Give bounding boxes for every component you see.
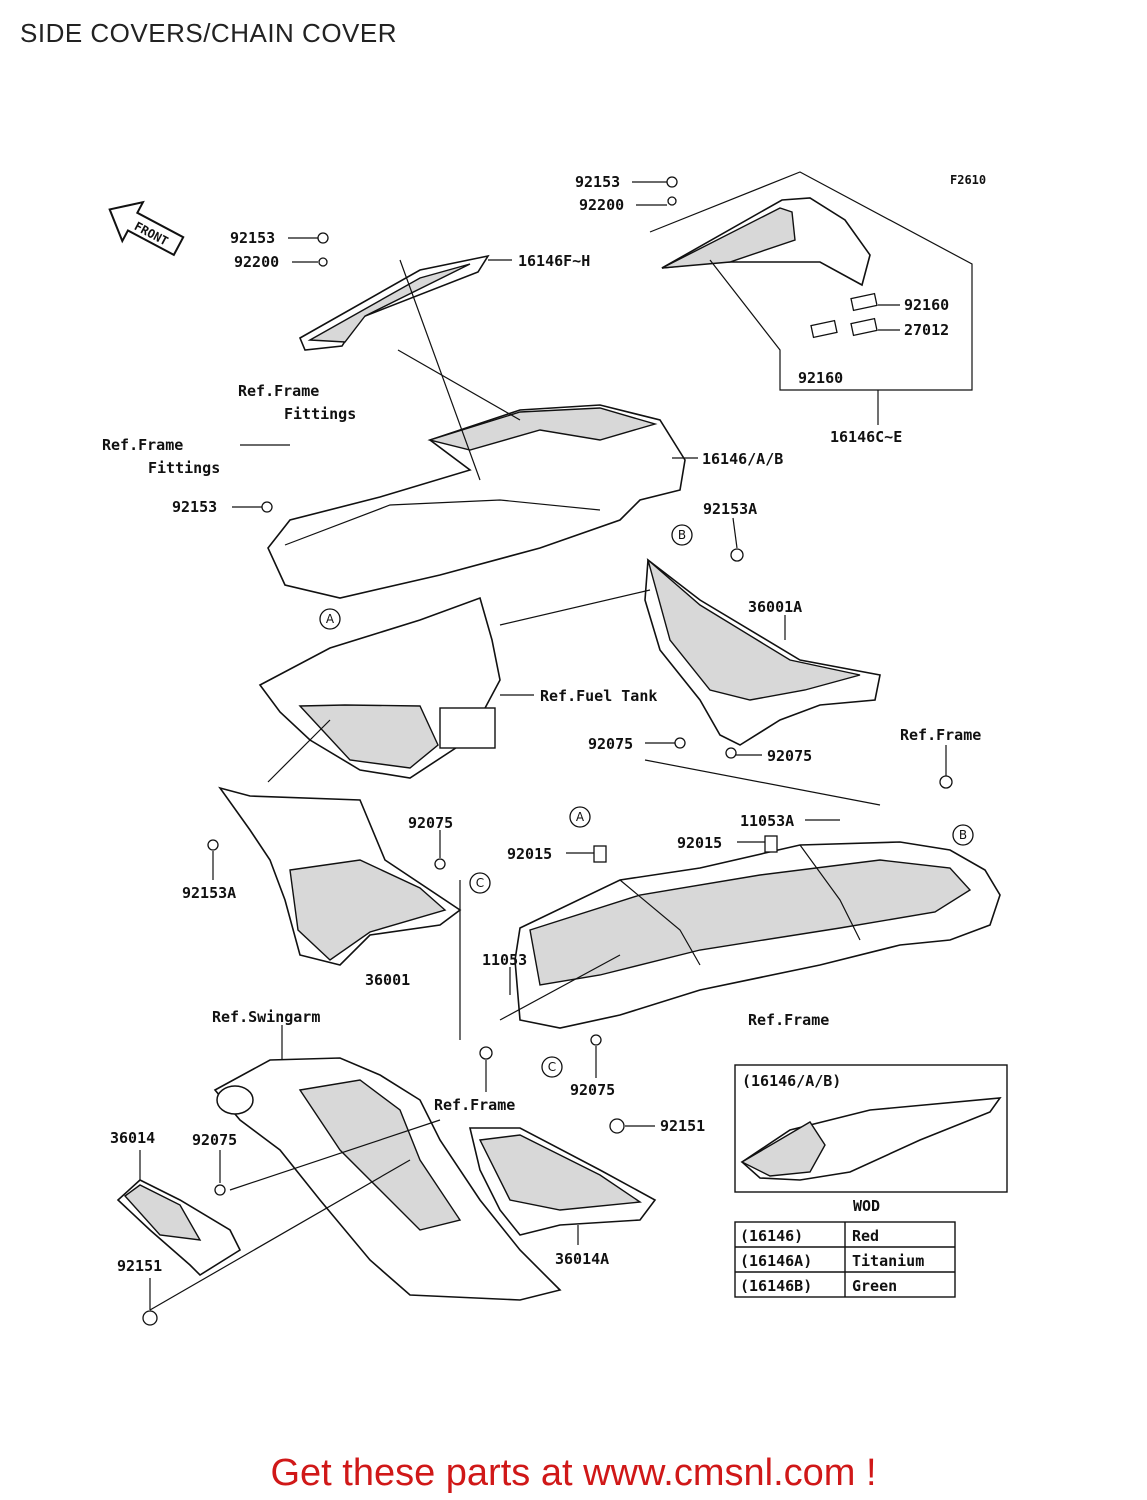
- callout-label: Ref.Frame: [102, 436, 183, 454]
- callout-label: 92153: [172, 498, 217, 516]
- callout-label: 92075: [570, 1081, 615, 1099]
- ref-marker-c1: C: [469, 872, 491, 894]
- svg-text:C: C: [548, 1060, 556, 1074]
- callout-label: Ref.Frame: [900, 726, 981, 744]
- ref-marker-a2: A: [569, 806, 591, 828]
- wod-color-cell: Red: [852, 1227, 879, 1245]
- callout-label: Ref.Frame: [434, 1096, 515, 1114]
- part-labels: 92153 92200 92153 92200 16146F~H 92160 2…: [102, 173, 981, 1275]
- figure-code: F2610: [950, 173, 986, 187]
- callout-label: 11053: [482, 951, 527, 969]
- page-title: SIDE COVERS/CHAIN COVER: [20, 18, 398, 48]
- callout-label: 92075: [408, 814, 453, 832]
- callout-label: 36001A: [748, 598, 802, 616]
- callout-label: Ref.Frame: [748, 1011, 829, 1029]
- footer-promo-text: Get these parts at www.cmsnl.com !: [270, 1452, 877, 1494]
- callout-label: Ref.Swingarm: [212, 1008, 320, 1026]
- callout-label: 16146C~E: [830, 428, 902, 446]
- wod-code-cell: (16146): [740, 1227, 803, 1245]
- ref-marker-c2: C: [541, 1056, 563, 1078]
- callout-label: 92151: [660, 1117, 705, 1135]
- callout-label: Ref.Fuel Tank: [540, 687, 657, 705]
- callout-label: Fittings: [284, 405, 356, 423]
- callout-label: 92153A: [182, 884, 236, 902]
- callout-label: 16146F~H: [518, 252, 590, 270]
- wod-color-cell: Green: [852, 1277, 897, 1295]
- callout-label: Fittings: [148, 459, 220, 477]
- callout-label: 92153: [230, 229, 275, 247]
- ref-marker-b2: B: [952, 824, 974, 846]
- ref-marker-a1: A: [319, 608, 341, 630]
- callout-label: 36014A: [555, 1250, 609, 1268]
- svg-text:A: A: [326, 612, 335, 626]
- callout-label: 92015: [677, 834, 722, 852]
- callout-label: 92160: [904, 296, 949, 314]
- wod-code-cell: (16146B): [740, 1277, 812, 1295]
- wod-code-cell: (16146A): [740, 1252, 812, 1270]
- callout-label: 92075: [192, 1131, 237, 1149]
- callout-label: Ref.Frame: [238, 382, 319, 400]
- svg-text:B: B: [959, 828, 967, 842]
- callout-label: 92153A: [703, 500, 757, 518]
- callout-label: 92200: [234, 253, 279, 271]
- inset-panel: (16146/A/B) WOD (16146) Red (16146A) Tit…: [734, 1064, 1008, 1298]
- wod-color-cell: Titanium: [852, 1252, 924, 1270]
- callout-label: 16146/A/B: [702, 450, 783, 468]
- front-arrow-icon: FRONT: [108, 200, 185, 257]
- callout-label: 92200: [579, 196, 624, 214]
- callout-label: 92153: [575, 173, 620, 191]
- callout-label: 11053A: [740, 812, 794, 830]
- callout-label: 27012: [904, 321, 949, 339]
- inset-caption: (16146/A/B): [742, 1072, 841, 1090]
- svg-text:A: A: [576, 810, 585, 824]
- callout-label: 92015: [507, 845, 552, 863]
- callout-label: 36001: [365, 971, 410, 989]
- wod-title: WOD: [853, 1197, 880, 1215]
- callout-label: 36014: [110, 1129, 155, 1147]
- callout-label: 92075: [767, 747, 812, 765]
- callout-label: 92151: [117, 1257, 162, 1275]
- ref-marker-b1: B: [671, 524, 693, 546]
- callout-label: 92075: [588, 735, 633, 753]
- svg-text:B: B: [678, 528, 686, 542]
- svg-text:C: C: [476, 876, 484, 890]
- callout-label: 92160: [798, 369, 843, 387]
